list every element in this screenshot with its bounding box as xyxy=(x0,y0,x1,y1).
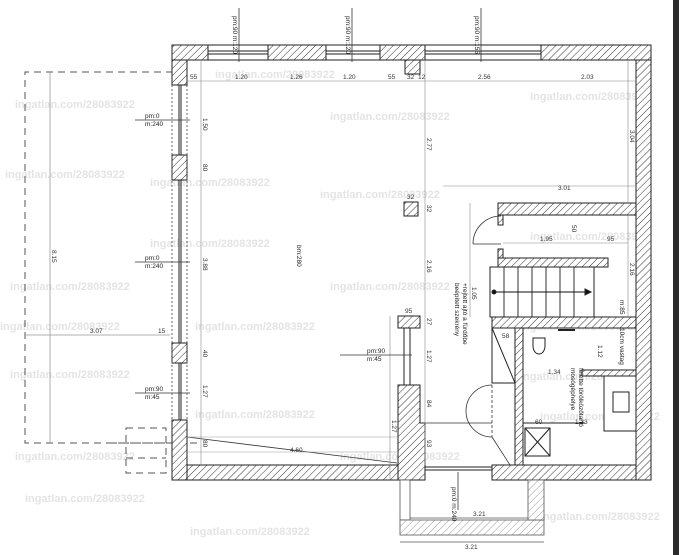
svg-text:ingatlan.com/28083922: ingatlan.com/28083922 xyxy=(215,69,335,81)
svg-text:32: 32 xyxy=(425,205,432,213)
svg-text:pm:90 m:120: pm:90 m:120 xyxy=(344,16,351,54)
svg-text:93: 93 xyxy=(425,440,432,448)
closet-note-2: +rejtett ajtó a fürdőbe xyxy=(461,283,468,345)
svg-text:ingatlan.com/28083922: ingatlan.com/28083922 xyxy=(330,111,450,123)
svg-text:58: 58 xyxy=(502,333,510,340)
svg-text:40: 40 xyxy=(201,350,208,358)
svg-text:80: 80 xyxy=(201,440,208,448)
svg-text:1.05: 1.05 xyxy=(470,287,477,300)
svg-text:3.04: 3.04 xyxy=(628,130,635,143)
svg-text:1.20: 1.20 xyxy=(235,74,248,81)
terrace-outline xyxy=(24,71,200,474)
svg-text:pm:90: pm:90 xyxy=(145,386,163,393)
svg-text:1.95: 1.95 xyxy=(540,236,553,243)
svg-text:ingatlan.com/28083922: ingatlan.com/28083922 xyxy=(330,281,450,293)
room-height-label: bm:280 xyxy=(295,245,302,267)
svg-text:m:85: m:85 xyxy=(618,300,625,315)
svg-text:2.56: 2.56 xyxy=(478,74,491,81)
svg-text:ingatlan.com/28083922: ingatlan.com/28083922 xyxy=(150,177,270,189)
top-dimensions: 55 1.20 1.26 1.20 55 32 12 2.56 2.03 xyxy=(190,74,594,81)
svg-text:ingatlan.com/28083922: ingatlan.com/28083922 xyxy=(5,169,125,181)
svg-text:ingatlan.com/28083922: ingatlan.com/28083922 xyxy=(190,526,310,538)
svg-text:80: 80 xyxy=(201,164,208,172)
svg-text:ingatlan.com/28083922: ingatlan.com/28083922 xyxy=(195,409,315,421)
svg-text:pm:90 m:120: pm:90 m:120 xyxy=(231,16,238,54)
svg-text:pm:90: pm:90 xyxy=(367,348,385,355)
svg-text:3.01: 3.01 xyxy=(558,185,571,192)
svg-text:12: 12 xyxy=(418,74,426,81)
svg-text:ingatlan.com/28083922: ingatlan.com/28083922 xyxy=(0,321,120,333)
svg-text:4.60: 4.60 xyxy=(290,447,303,454)
svg-text:1.33: 1.33 xyxy=(575,419,588,426)
svg-text:m:240: m:240 xyxy=(145,263,163,270)
svg-text:ingatlan.com/28083922: ingatlan.com/28083922 xyxy=(195,321,315,333)
svg-text:2.03: 2.03 xyxy=(581,74,594,81)
svg-text:ingatlan.com/28083922: ingatlan.com/28083922 xyxy=(320,189,440,201)
exterior-walls xyxy=(171,44,652,481)
svg-text:84: 84 xyxy=(425,400,432,408)
svg-text:ingatlan.com/28083922: ingatlan.com/28083922 xyxy=(150,238,270,250)
svg-text:1.27: 1.27 xyxy=(390,420,397,433)
svg-text:pm:0 m:240: pm:0 m:240 xyxy=(450,487,457,522)
svg-text:pm:0: pm:0 xyxy=(145,113,160,120)
wall-thickness-note: 10cm vastag xyxy=(618,328,625,365)
svg-text:pm:0: pm:0 xyxy=(145,255,160,262)
svg-text:1.20: 1.20 xyxy=(343,74,356,81)
svg-text:95: 95 xyxy=(405,308,413,315)
svg-text:95: 95 xyxy=(607,236,615,243)
svg-text:ingatlan.com/28083922: ingatlan.com/28083922 xyxy=(10,369,130,381)
door-swings xyxy=(420,215,511,466)
svg-text:m:240: m:240 xyxy=(145,121,163,128)
svg-text:m:45: m:45 xyxy=(367,356,382,363)
svg-text:32: 32 xyxy=(407,194,415,201)
svg-text:3.07: 3.07 xyxy=(90,328,103,335)
svg-text:3.21: 3.21 xyxy=(473,511,486,518)
interior-walls xyxy=(489,202,637,466)
window-tags-top xyxy=(238,8,482,62)
svg-text:55: 55 xyxy=(190,74,198,81)
svg-text:2.16: 2.16 xyxy=(425,260,432,273)
frame-edge xyxy=(673,0,679,555)
svg-text:1.12: 1.12 xyxy=(596,345,603,358)
svg-text:60: 60 xyxy=(535,419,543,426)
svg-text:50: 50 xyxy=(570,225,577,233)
svg-text:ingatlan.com/28083922: ingatlan.com/28083922 xyxy=(530,91,650,103)
svg-text:ingatlan.com/28083922: ingatlan.com/28083922 xyxy=(15,99,135,111)
svg-text:ingatlan.com/28083922: ingatlan.com/28083922 xyxy=(540,511,660,523)
svg-text:ingatlan.com/28083922: ingatlan.com/28083922 xyxy=(25,493,145,505)
svg-text:55: 55 xyxy=(388,74,396,81)
svg-text:ingatlan.com/28083922: ingatlan.com/28083922 xyxy=(15,451,135,463)
svg-text:1.27: 1.27 xyxy=(425,350,432,363)
porch xyxy=(399,479,545,543)
svg-text:pm:90 m:155: pm:90 m:155 xyxy=(473,16,480,54)
svg-text:1.50: 1.50 xyxy=(201,118,208,131)
svg-text:ingatlan.com/28083922: ingatlan.com/28083922 xyxy=(10,281,130,293)
closet-note-1: beépített szekrény xyxy=(453,283,460,337)
svg-text:32: 32 xyxy=(407,74,415,81)
svg-text:3.21: 3.21 xyxy=(465,544,478,551)
svg-text:1.34: 1.34 xyxy=(548,369,561,376)
svg-text:1.27: 1.27 xyxy=(201,385,208,398)
washer-note-1: mosógéphelye xyxy=(569,368,576,411)
svg-text:15: 15 xyxy=(158,328,166,335)
washer-note-2: felette törölközőtartó xyxy=(577,368,584,427)
svg-text:m:45: m:45 xyxy=(145,394,160,401)
svg-text:ingatlan.com/28083922: ingatlan.com/28083922 xyxy=(530,231,650,243)
svg-text:2.16: 2.16 xyxy=(628,263,635,276)
svg-text:2.77: 2.77 xyxy=(425,138,432,151)
svg-text:8.15: 8.15 xyxy=(50,250,57,263)
svg-text:1.26: 1.26 xyxy=(290,74,303,81)
watermarks: ingatlan.com/28083922 ingatlan.com/28083… xyxy=(0,69,660,538)
svg-text:3.88: 3.88 xyxy=(201,258,208,271)
svg-text:27: 27 xyxy=(425,318,432,326)
